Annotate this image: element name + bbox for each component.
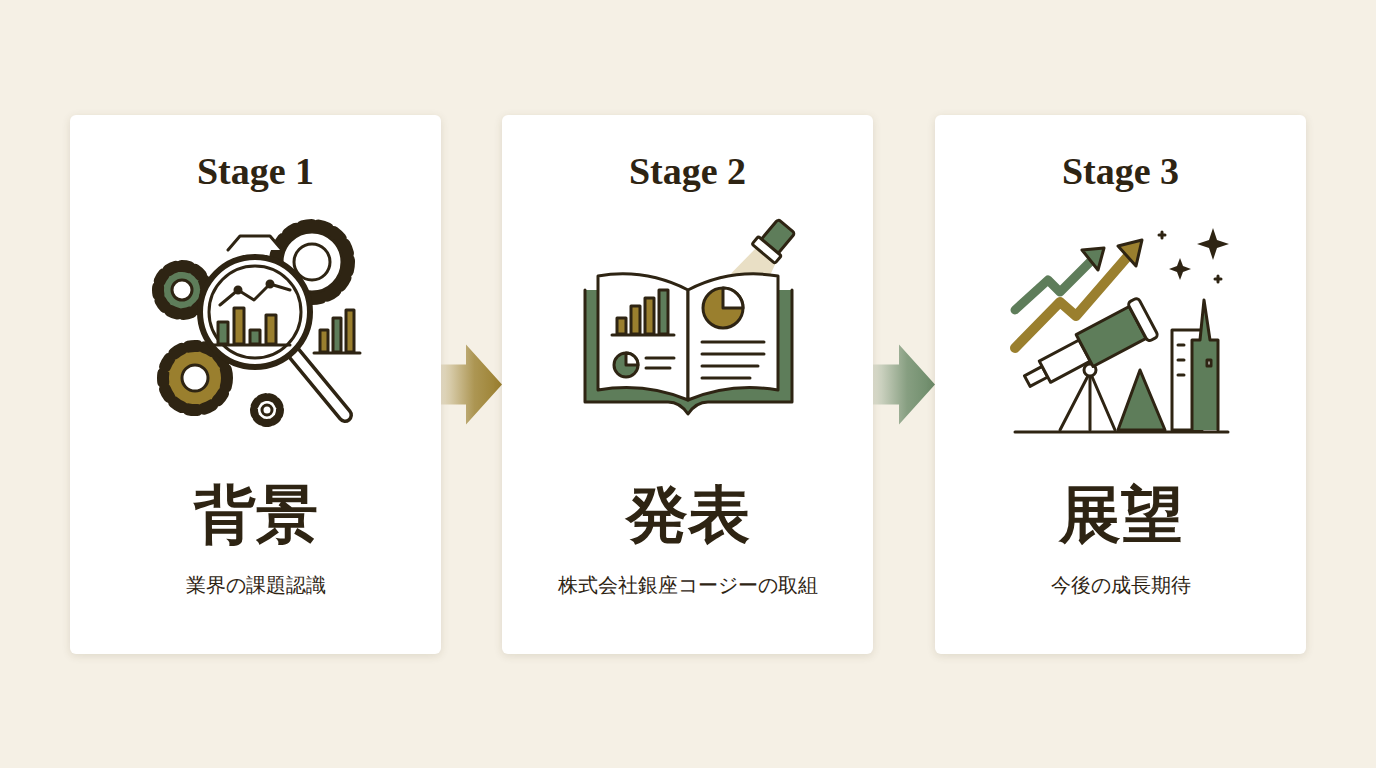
report-icon [585, 217, 798, 414]
stage-card: Stage 3 展望今後の成長期待 [935, 115, 1306, 654]
stage-heading: 背景 [194, 477, 318, 553]
stage-label: Stage 3 [1062, 148, 1179, 194]
stage-label: Stage 1 [197, 148, 314, 194]
stage-label: Stage 2 [629, 148, 746, 194]
stage-heading: 展望 [1059, 477, 1183, 553]
flow-arrow [441, 345, 502, 425]
flow-arrow [873, 345, 935, 425]
stage-description: 今後の成長期待 [1039, 572, 1203, 598]
stage-heading: 発表 [626, 477, 750, 553]
outlook-icon [1015, 228, 1229, 432]
stage-description: 株式会社銀座コージーの取組 [546, 572, 830, 598]
stage-description: 業界の課題認識 [174, 572, 338, 598]
stage-card: Stage 2 発表株式会社銀座コージーの取組 [502, 115, 873, 654]
stage-card: Stage 1 背景業界の課題認識 [70, 115, 441, 654]
analysis-icon [158, 226, 360, 423]
